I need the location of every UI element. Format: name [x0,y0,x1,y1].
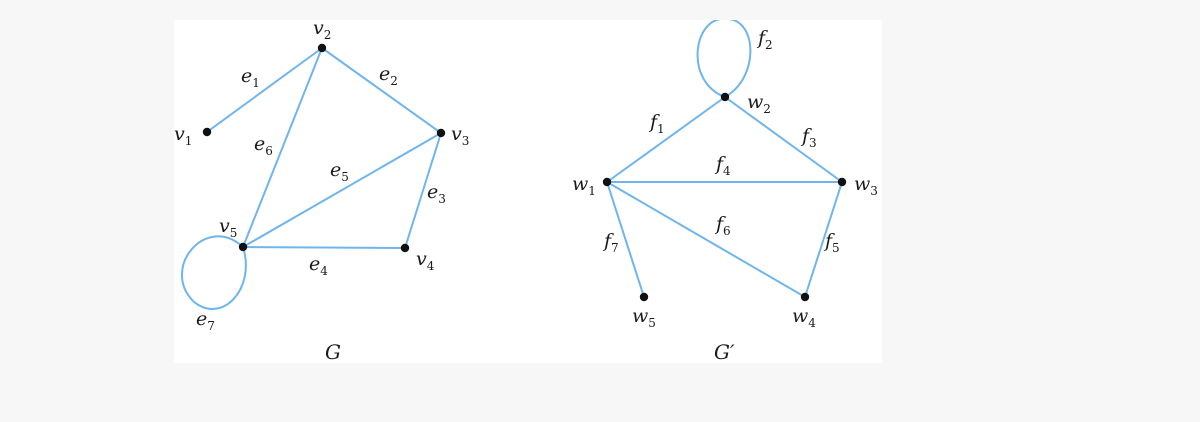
vertex-v3 [436,128,446,138]
edge-label-e3: e3 [427,181,446,206]
edge-e3 [404,132,442,249]
edge-label-e2: e2 [379,63,398,88]
graph-name-2: G′ [714,340,735,363]
graph-name-1: G [325,340,341,363]
edge-label-f1: f1 [648,111,665,136]
vertex-w5 [639,292,649,302]
edge-label-e5: e5 [330,159,349,184]
graph-2: f1 f2 f3 f4 f5 f6 f7 w1 w2 w3 w4 w5G′ [572,20,878,363]
graph-1: e1 e2 e3 e4 e5 e6 e7 v1 v2 v3 v4 v5G [174,20,469,363]
edge-e4 [242,246,406,249]
vertex-w1 [602,177,612,187]
edge-label-f3: f3 [800,125,817,150]
vertex-w2 [720,92,730,102]
edge-f2 [696,20,752,98]
vertex-label-v3: v3 [451,123,469,148]
vertex-label-v2: v2 [313,20,331,42]
vertex-label-v1: v1 [174,123,192,148]
vertex-label-w4: w4 [792,305,816,330]
vertex-v5 [238,242,248,252]
vertex-v1 [202,127,212,137]
edge-f3 [724,96,843,183]
edge-e1 [206,47,323,133]
vertex-label-w2: w2 [747,91,771,116]
edge-f7 [606,181,645,298]
edge-label-e7: e7 [196,308,215,333]
edge-label-e6: e6 [254,133,273,158]
edge-label-f7: f7 [602,230,619,255]
vertex-w3 [837,177,847,187]
edge-label-f5: f5 [823,230,840,255]
edge-label-f4: f4 [714,153,731,178]
edge-label-f2: f2 [756,27,773,52]
edge-e5 [242,132,442,248]
vertex-label-w3: w3 [854,173,878,198]
edge-e7 [181,235,247,310]
vertex-v4 [400,243,410,253]
edge-e6 [242,47,323,248]
vertex-w4 [800,292,810,302]
edge-label-e4: e4 [309,253,328,278]
vertex-label-v4: v4 [416,248,435,273]
vertex-v2 [317,43,327,53]
edge-f5 [804,181,843,298]
vertex-label-w1: w1 [572,173,596,198]
edge-f6 [606,181,806,298]
edge-f1 [606,96,726,183]
vertex-label-w5: w5 [632,305,656,330]
edge-label-f6: f6 [714,213,731,238]
vertex-label-v5: v5 [219,215,237,240]
edge-e2 [321,47,442,134]
edge-label-e1: e1 [241,65,260,90]
